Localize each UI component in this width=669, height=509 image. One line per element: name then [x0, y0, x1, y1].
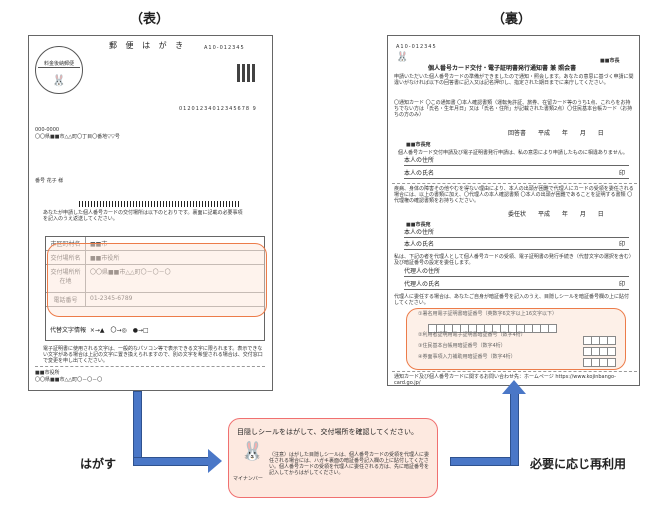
peel-arrow-horizontal	[133, 457, 209, 466]
delivery-info-table: 市区町村名■■市 交付場所名■■市役所 交付場所所在地〇〇県■■市△△町〇－〇－…	[45, 236, 265, 341]
era: 平成	[537, 211, 550, 218]
arrow-head-right-icon	[208, 449, 222, 473]
notice-title: 個人番号カード交付・電子証明書発行通知書 兼 照会書	[428, 65, 577, 72]
callout-note: （注意）はがした目隠しシールは、個人番号カードの受領を代理人に委任される場合には…	[269, 452, 430, 476]
pin-label: ①署名用電子証明書暗証番号（英数字6文字以上16文字以下）	[418, 311, 558, 317]
pin-boxes-card-input[interactable]	[583, 352, 616, 371]
pin-digit-box[interactable]	[607, 336, 616, 345]
postcard-front: 郵 便 は が き A10-012345 料金後納郵便 🐰 0120123401…	[28, 35, 273, 391]
table-key: 交付場所所在地	[46, 265, 86, 292]
peel-label: はがす	[80, 457, 117, 471]
person-name-field[interactable]: 本人の氏名 印	[404, 170, 629, 179]
pin-notice: 代理人に委任する場合は、あなたご自身が暗証番号を記入のうえ、目隠しシールを暗証番…	[394, 294, 630, 306]
proxy-form-label: 委任状	[508, 211, 527, 218]
year: 年	[561, 130, 568, 137]
table-key: 電話番号	[46, 293, 86, 306]
pin-digit-box[interactable]	[548, 324, 557, 333]
agent-address-label: 代理人の住所	[404, 268, 441, 275]
back-footer: 通知カード及び個人番号カードに関するお問い合わせ先：ホームページ https:/…	[394, 374, 616, 386]
qr-code-icon	[237, 64, 255, 82]
divider	[35, 366, 265, 367]
era: 平成	[537, 130, 550, 137]
proxy-notice: 疾病、身体の障害その他やむを得ない理由により、本人の出頭が困難で代理人にカードの…	[394, 186, 634, 204]
person-name-label: 本人の氏名	[404, 170, 435, 177]
rabbit-mascot-icon: 🐰	[52, 74, 66, 87]
recipient-name: 番号 花子 様	[35, 178, 64, 184]
reuse-arrow-vertical	[510, 392, 519, 466]
reply-text: 個人番号カード交付申請及び電子証明書発行申請は、私の意思により申請したものに相違…	[398, 150, 628, 156]
sender-name: ■■市役所	[35, 370, 60, 376]
checklist-text: 〇通知カード 〇この通知書 〇本人確認書類（運転免許証、旅券、在留カード等のうち…	[394, 100, 633, 118]
back-serial: A10-012345	[396, 44, 437, 50]
pin-boxes-signature[interactable]	[428, 318, 557, 337]
rabbit-mascot-icon: 🐰	[396, 52, 409, 63]
pin-digit-box[interactable]	[607, 358, 616, 367]
customer-barcode	[79, 201, 239, 207]
substitute-value: ×→▲ 〇→◎ ●→□	[89, 327, 149, 334]
mynumber-mascot-icon: 🐰	[241, 441, 264, 462]
sender-address: 〇〇県■■市△△町〇－〇－〇	[35, 377, 103, 383]
table-value: ■■市役所	[90, 255, 120, 262]
proxy-addressee: ■■市長宛	[406, 222, 431, 228]
addressee: ■■市長宛	[406, 142, 431, 148]
barcode-number: 01201234012345678 9	[179, 106, 257, 112]
year: 年	[561, 211, 568, 218]
day: 日	[597, 130, 604, 137]
arrow-head-up-icon	[502, 380, 526, 394]
substitute-label: 代替文字情報	[50, 327, 87, 334]
instruction-callout: 目隠しシールをはがして、交付場所を確認してください。 🐰 マイナンバー （注意）…	[228, 418, 438, 498]
person-address-label: 本人の住所	[404, 157, 435, 164]
seal-mark: 印	[618, 170, 625, 177]
reuse-arrow-horizontal	[450, 457, 519, 466]
callout-title: 目隠しシールをはがして、交付場所を確認してください。	[237, 428, 419, 436]
proxy-text: 私は、下記の者を代理人として個人番号カードの受領、電子証明書の発行手続き（代替文…	[394, 254, 634, 266]
pin-label: ②利用者証明用電子証明書暗証番号（数字4桁）	[418, 332, 526, 338]
serial-number: A10-012345	[204, 45, 245, 51]
divider	[392, 371, 637, 372]
person-name-field[interactable]: 本人の氏名 印	[404, 241, 629, 250]
pin-label: ③住民基本台帳用暗証番号（数字4桁）	[418, 343, 506, 349]
day: 日	[597, 211, 604, 218]
peel-arrow-vertical	[133, 391, 142, 466]
pin-boxes-user-cert[interactable]	[583, 330, 616, 349]
table-key: 交付場所名	[46, 251, 86, 264]
recipient-address: 〇〇県■■市△△町〇丁目〇番地▽▽号	[35, 134, 120, 140]
front-notice: あなたが申請した個人番号カードの交付場所は以下のとおりです。裏面に記載の必要事項…	[43, 210, 243, 222]
person-name-label: 本人の氏名	[404, 241, 435, 248]
month: 月	[579, 130, 586, 137]
front-footnote: 電子証明書に使用される文字は、一般的なパソコン等で表示できる文字に限られます。表…	[43, 346, 263, 364]
pin-label: ④券面事項入力補助用暗証番号（数字4桁）	[418, 354, 516, 360]
front-heading: （表）	[130, 12, 170, 27]
back-heading: （裏）	[492, 12, 532, 27]
divider	[392, 183, 637, 184]
agent-name-label: 代理人の氏名	[404, 281, 441, 288]
reply-label: 回答書	[508, 130, 527, 137]
table-value: ■■市	[90, 241, 108, 248]
pin-boxes-resident[interactable]	[583, 341, 616, 360]
month: 月	[579, 211, 586, 218]
stamp-text: 料金後納郵便	[38, 61, 80, 68]
table-value: 〇〇県■■市△△町〇－〇－〇	[90, 269, 171, 276]
postal-code: 000-0000	[35, 127, 60, 133]
intro-text: 申請いただいた個人番号カードの準備ができましたので通知・照会します。あなたの意思…	[394, 74, 634, 86]
person-address-field[interactable]: 本人の住所	[404, 229, 629, 238]
person-address-field[interactable]: 本人の住所	[404, 157, 629, 166]
front-highlight	[47, 243, 267, 317]
reuse-label: 必要に応じ再利用	[530, 457, 627, 471]
postage-stamp: 料金後納郵便 🐰	[35, 46, 83, 94]
mayor: ■■市長	[600, 58, 620, 64]
postcard-title: 郵 便 は が き	[109, 41, 187, 50]
seal-mark: 印	[618, 281, 625, 288]
agent-name-field[interactable]: 代理人の氏名 印	[404, 281, 629, 290]
postcard-back: A10-012345 🐰 ■■市長 個人番号カード交付・電子証明書発行通知書 兼…	[387, 35, 640, 386]
pin-digit-box[interactable]	[607, 347, 616, 356]
table-value: 01-2345-6789	[90, 295, 133, 302]
agent-address-field[interactable]: 代理人の住所	[404, 268, 629, 277]
person-address-label: 本人の住所	[404, 229, 435, 236]
mascot-name: マイナンバー	[233, 476, 263, 482]
seal-mark: 印	[618, 241, 625, 248]
